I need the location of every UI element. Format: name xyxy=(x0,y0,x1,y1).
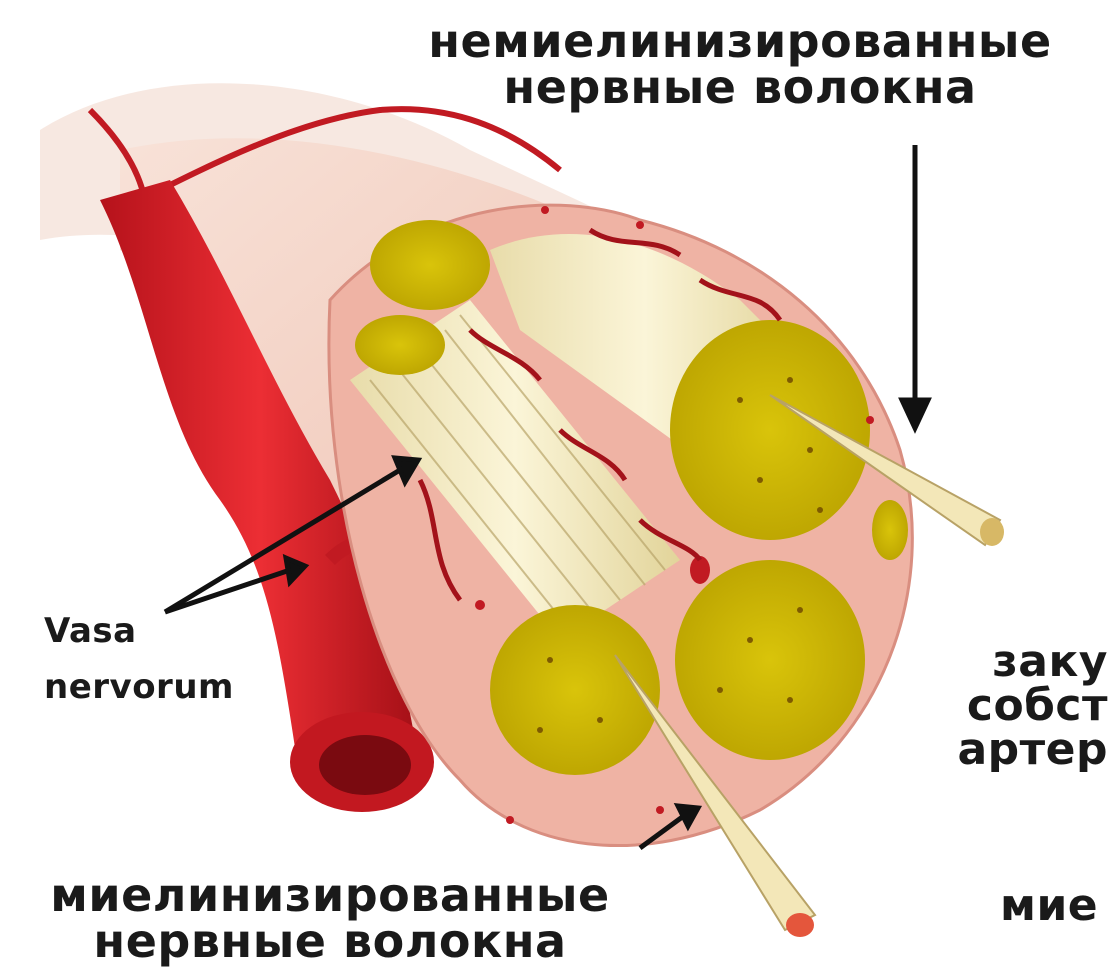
fascicle-bottom-left xyxy=(490,605,660,775)
label-vasa-line1: Vasa xyxy=(44,614,234,648)
label-cut-right-bottom: мие xyxy=(1000,884,1108,928)
label-cut-right-line1: заку xyxy=(928,640,1108,684)
label-vasa-nervorum: Vasa nervorum xyxy=(44,614,234,726)
label-myelinated-line1: миелинизированные xyxy=(10,872,650,918)
label-unmyelinated-line1: немиелинизированные xyxy=(360,18,1108,64)
label-cut-right: заку собст артер xyxy=(928,640,1108,772)
fascicle-bottom-right xyxy=(675,560,865,760)
fascicle-right-large xyxy=(670,320,870,540)
fascicle-left xyxy=(355,315,445,375)
label-unmyelinated-line2: нервные волокна xyxy=(360,64,1108,110)
artery-lumen-inner xyxy=(319,735,411,795)
label-myelinated-fibers: миелинизированные нервные волокна xyxy=(10,872,650,964)
label-unmyelinated-fibers: немиелинизированные нервные волокна xyxy=(360,18,1108,110)
fascicle-small xyxy=(872,500,908,560)
label-myelinated-line2: нервные волокна xyxy=(10,918,650,964)
label-vasa-line2: nervorum xyxy=(44,670,234,704)
label-cut-right-line3: артер xyxy=(928,728,1108,772)
label-cut-right-line2: собст xyxy=(928,684,1108,728)
fascicle-top-left xyxy=(370,220,490,310)
label-cut-right-bottom-line1: мие xyxy=(1000,884,1108,928)
